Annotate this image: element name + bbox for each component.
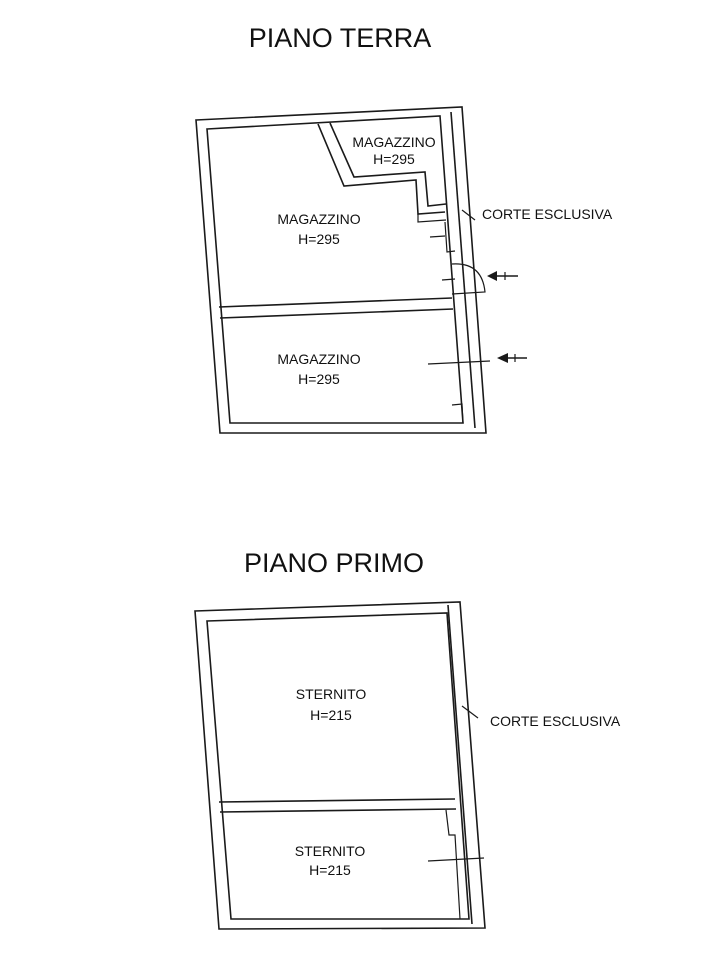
ground-floor-partition-inner: [219, 308, 454, 319]
ground-floor-courtyard-label: CORTE ESCLUSIVA: [482, 206, 613, 222]
entrance-arrow-icon: [497, 353, 527, 363]
first-floor-outer-wall: [194, 601, 486, 930]
ground-floor-jamb: [417, 214, 447, 223]
storeroom-small-height: H=295: [373, 151, 415, 167]
first-floor-partition: [218, 798, 456, 803]
ground-floor-title: PIANO TERRA: [249, 23, 432, 53]
first-floor-partition-inner: [219, 808, 457, 813]
first-floor-courtyard-label: CORTE ESCLUSIVA: [490, 713, 621, 729]
storeroom-lower-name: MAGAZZINO: [277, 351, 360, 367]
ground-floor-courtyard-wall: [450, 111, 476, 429]
ground-floor-storeroom-wall-inner: [329, 122, 447, 207]
attic-lower-name: STERNITO: [295, 843, 366, 859]
storeroom-small-name: MAGAZZINO: [352, 134, 435, 150]
attic-upper-name: STERNITO: [296, 686, 367, 702]
ground-floor-storeroom-wall: [317, 123, 446, 215]
ground-floor-leader-3: [427, 360, 491, 365]
first-floor-inner-wall: [206, 612, 470, 920]
first-floor-courtyard-leader: [461, 705, 479, 719]
first-floor-plan: PIANO PRIMO STERNITO H=215 STERNITO H=21…: [194, 548, 621, 930]
storeroom-main-name: MAGAZZINO: [277, 211, 360, 227]
entrance-arrow-icon: [487, 271, 518, 281]
attic-upper-height: H=215: [310, 707, 352, 723]
ground-floor-jamb-small: [444, 221, 456, 253]
first-floor-jamb: [445, 809, 461, 920]
ground-floor-courtyard-leader: [461, 209, 476, 221]
ground-floor-door-leaf: [451, 403, 464, 424]
ground-floor-plan: PIANO TERRA: [195, 23, 613, 434]
ground-floor-partition: [218, 297, 453, 308]
attic-lower-height: H=215: [309, 862, 351, 878]
storeroom-lower-height: H=295: [298, 371, 340, 387]
ground-floor-leader-2: [441, 278, 456, 281]
ground-floor-door-swing: [451, 263, 486, 295]
storeroom-main-height: H=295: [298, 231, 340, 247]
ground-floor-outer-wall: [195, 106, 487, 434]
first-floor-title: PIANO PRIMO: [244, 548, 424, 578]
ground-floor-leader-1: [429, 235, 446, 238]
first-floor-leader: [427, 857, 485, 862]
first-floor-courtyard-wall: [447, 604, 473, 925]
